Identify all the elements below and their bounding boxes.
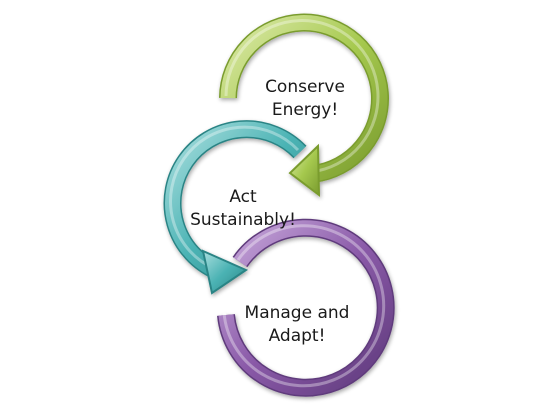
green-cycle-arrow: [219, 13, 389, 198]
purple-cycle-arrow: [217, 218, 395, 397]
manage-adapt-label: Manage and Adapt!: [232, 302, 362, 348]
conserve-energy-line2: Energy!: [271, 100, 339, 120]
act-sustainably-line1: Act: [229, 187, 257, 207]
conserve-energy-line1: Conserve: [265, 77, 345, 97]
act-sustainably-label: Act Sustainably!: [178, 186, 308, 232]
manage-adapt-line2: Adapt!: [268, 326, 326, 346]
act-sustainably-line2: Sustainably!: [190, 210, 296, 230]
teal-cycle-arrow: [163, 120, 307, 295]
manage-adapt-line1: Manage and: [244, 303, 350, 323]
conserve-energy-label: Conserve Energy!: [240, 76, 370, 122]
